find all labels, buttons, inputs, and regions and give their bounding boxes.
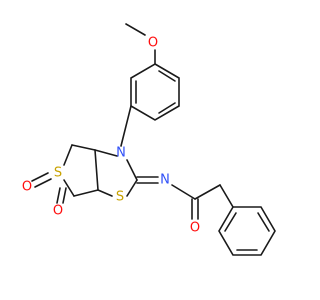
bond-so-1a [31,172,49,182]
atom-o-sulfone-2: O [53,204,63,219]
bond-so-1b [34,178,52,188]
atom-s-sulfone: S [54,166,62,181]
bond-s-c2 [126,179,138,197]
bond-so2-ch2b [63,179,75,197]
atom-o-methoxy: O [148,36,158,51]
bond-ch3-o [125,23,146,36]
bond-ch2-phenyl [219,184,234,208]
bond-ch2b-c6a [73,189,99,197]
bond-cco-ch2 [194,184,221,200]
atom-o-carbonyl: O [190,221,200,236]
methoxyphenyl-double-2 [158,102,176,114]
atom-n-imine-label: N [160,173,170,188]
bond-c6a-s [97,189,113,197]
atom-o-sulfone-1-label: O [22,180,32,195]
phenyl-ring [218,206,276,256]
atom-n-ring-label: N [116,146,126,161]
atom-s-thiazolidine-label: S [116,190,124,205]
phenyl-double-1 [257,212,270,232]
bond-n-c3a [94,149,118,157]
atom-s-sulfone-label: S [54,166,62,181]
bond-nimine-cco [171,184,196,200]
bond-c3a-c6a [94,149,99,191]
bond-c3a-ch2 [71,144,96,151]
bond-c2-n [126,159,138,181]
bond-ch2-so2 [63,144,73,166]
structure-svg: O N S S O O N O [22,23,276,256]
phenyl-double-3 [224,212,237,232]
bond-so-2a [56,187,61,204]
methoxyphenyl-double-1 [158,70,176,82]
molecule-diagram: O N S S O O N O [21,23,276,256]
methoxyphenyl-ring [130,63,180,121]
bond-so-2b [62,187,67,204]
atom-o-carbonyl-label: O [190,221,200,236]
atom-o-methoxy-label: O [148,36,158,51]
bond-aryl-n [120,105,132,147]
atom-o-sulfone-2-label: O [53,204,63,219]
atom-s-thiazolidine: S [116,190,124,205]
atom-o-sulfone-1: O [22,180,32,195]
atom-n-ring: N [116,146,126,161]
atom-n-imine: N [160,173,170,188]
